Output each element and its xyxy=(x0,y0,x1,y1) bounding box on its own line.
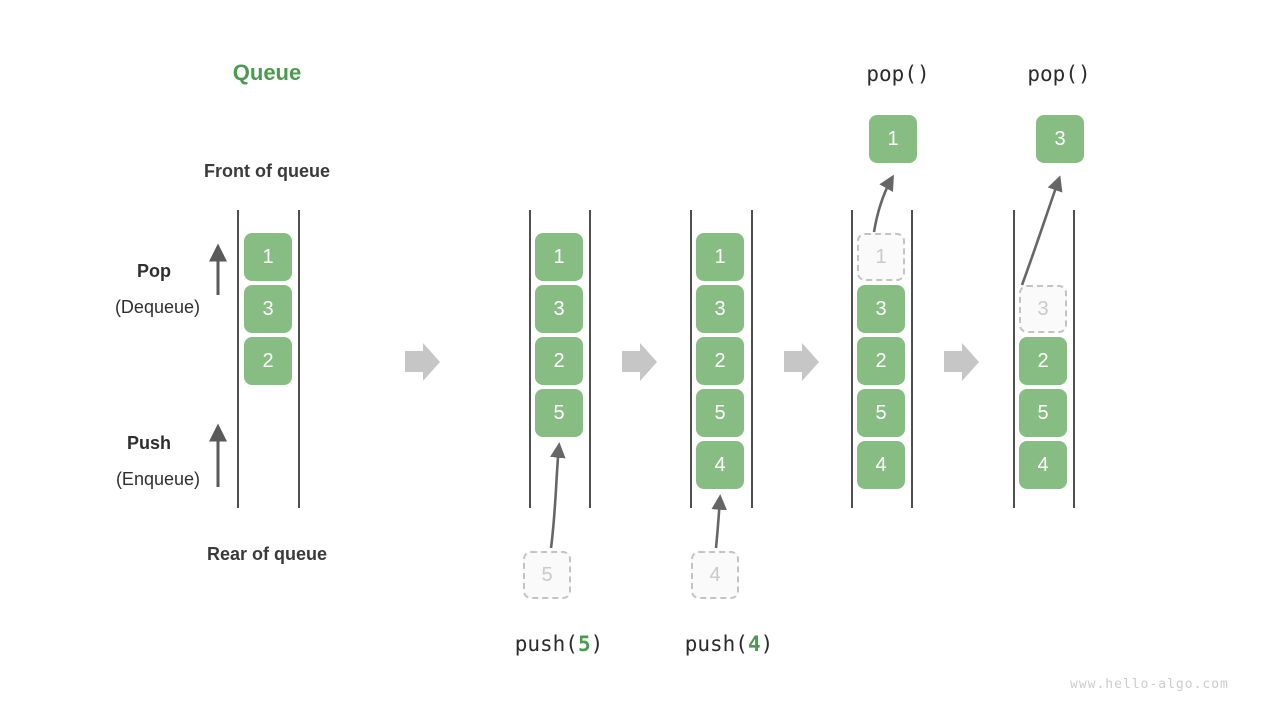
queue-cell: 2 xyxy=(1019,337,1067,385)
push-4-call-label: push(4) xyxy=(685,632,774,656)
queue-cell: 5 xyxy=(857,389,905,437)
queue-rail-right xyxy=(298,210,300,508)
op-suffix: ) xyxy=(760,632,774,656)
push-label: Push xyxy=(126,433,171,453)
page-title: Queue xyxy=(232,60,302,85)
queue-cell: 2 xyxy=(696,337,744,385)
outgoing-ghost-cell: 3 xyxy=(1019,285,1067,333)
queue-rail-left xyxy=(690,210,692,508)
front-of-queue-label: Front of queue xyxy=(204,161,330,181)
queue-cell: 4 xyxy=(1019,441,1067,489)
queue-cell: 5 xyxy=(696,389,744,437)
pop-3-motion-arrow xyxy=(1020,175,1063,286)
flow-arrow-1 xyxy=(405,343,440,381)
queue-rail-right xyxy=(911,210,913,508)
push-4-motion-arrow xyxy=(711,494,728,549)
op-argument: 5 xyxy=(577,632,591,656)
queue-rail-left xyxy=(851,210,853,508)
queue-rail-right xyxy=(751,210,753,508)
queue-rail-right xyxy=(589,210,591,508)
flow-arrow-3 xyxy=(784,343,819,381)
queue-cell: 3 xyxy=(244,285,292,333)
queue-cell: 3 xyxy=(857,285,905,333)
queue-cell: 5 xyxy=(1019,389,1067,437)
dequeue-label: (Dequeue) xyxy=(114,297,200,317)
pop-1-motion-arrow xyxy=(872,174,894,233)
queue-rail-left xyxy=(237,210,239,508)
push-5-call-label: push(5) xyxy=(515,632,604,656)
incoming-ghost-cell: 4 xyxy=(691,551,739,599)
popped-cell: 3 xyxy=(1036,115,1084,163)
queue-cell: 1 xyxy=(244,233,292,281)
queue-cell: 3 xyxy=(535,285,583,333)
pop-call-label-2: pop() xyxy=(1027,62,1091,86)
queue-cell: 2 xyxy=(857,337,905,385)
queue-rail-right xyxy=(1073,210,1075,508)
queue-cell: 2 xyxy=(535,337,583,385)
queue-cell: 3 xyxy=(696,285,744,333)
queue-cell: 1 xyxy=(696,233,744,281)
enqueue-label: (Enqueue) xyxy=(115,469,200,489)
watermark: www.hello-algo.com xyxy=(1070,677,1229,692)
op-argument: 4 xyxy=(747,632,761,656)
push-5-motion-arrow xyxy=(549,442,566,549)
queue-cell: 4 xyxy=(696,441,744,489)
queue-cell: 4 xyxy=(857,441,905,489)
flow-arrow-2 xyxy=(622,343,657,381)
queue-rail-left xyxy=(529,210,531,508)
op-prefix: push( xyxy=(514,632,578,656)
op-prefix: push( xyxy=(684,632,748,656)
popped-cell: 1 xyxy=(869,115,917,163)
queue-cell: 1 xyxy=(535,233,583,281)
pop-call-label-1: pop() xyxy=(866,62,930,86)
outgoing-ghost-cell: 1 xyxy=(857,233,905,281)
pop-label: Pop xyxy=(137,261,171,281)
queue-cell: 5 xyxy=(535,389,583,437)
queue-rail-left xyxy=(1013,210,1015,508)
rear-of-queue-label: Rear of queue xyxy=(206,544,328,564)
incoming-ghost-cell: 5 xyxy=(523,551,571,599)
flow-arrow-4 xyxy=(944,343,979,381)
queue-cell: 2 xyxy=(244,337,292,385)
op-suffix: ) xyxy=(590,632,604,656)
